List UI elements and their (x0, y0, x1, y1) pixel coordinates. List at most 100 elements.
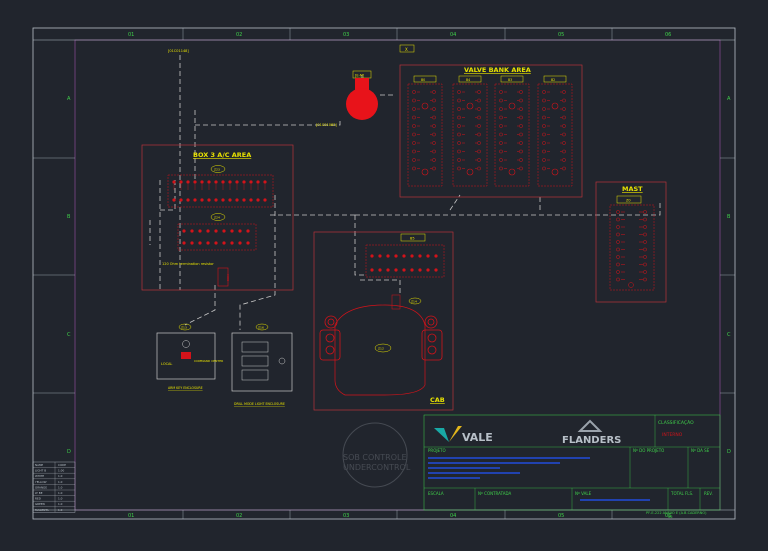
pin (386, 268, 390, 272)
mast-title: MAST (622, 185, 643, 193)
col-label: 06 (665, 513, 671, 519)
legend-cell: 1.0 (58, 491, 63, 495)
box3-title: BOX 3 A/C AREA (193, 151, 251, 159)
pin (410, 254, 414, 258)
pin (179, 180, 183, 184)
pin (519, 90, 523, 94)
pin (200, 198, 204, 202)
pin (457, 98, 461, 103)
pin (643, 262, 647, 267)
legend-cell: 1.0 (58, 480, 63, 484)
col-label: 04 (450, 32, 456, 38)
vb-module-tag: B3 (508, 78, 512, 82)
pin (410, 268, 414, 272)
pin (432, 132, 436, 137)
x-tag: X (405, 47, 408, 52)
cab-tag: B5 (410, 237, 415, 241)
pin (412, 90, 416, 94)
pin (230, 229, 234, 233)
pin (386, 254, 390, 258)
vb-module-tag: B4 (466, 78, 470, 82)
pin (499, 149, 503, 154)
svg-text:SOB CONTROLE: SOB CONTROLE (343, 453, 407, 462)
legend-cell: YELLOW (35, 480, 47, 484)
outer-frame (32, 27, 736, 520)
title-block: VALE FLANDERS CLASSIFICAÇÃO INTERNO PROJ… (423, 414, 721, 519)
pin (394, 268, 398, 272)
pin (562, 141, 566, 145)
pin (186, 198, 190, 202)
beacon-tag: [E-M] (355, 74, 365, 78)
pin (242, 180, 246, 184)
pin (542, 124, 546, 128)
grid-rows: A B C D A B C D (67, 96, 731, 455)
pin (221, 198, 225, 202)
company1-name: VALE (462, 431, 493, 444)
pin (214, 241, 218, 245)
pin (402, 268, 406, 272)
pin (477, 149, 481, 154)
n-vale-label: Nº VALE (575, 491, 592, 496)
pin (616, 247, 620, 252)
pin (370, 268, 374, 272)
ref-mid-label: [01C01083] (316, 123, 337, 127)
cab-tag2: Z12 (378, 347, 384, 351)
pin (499, 132, 503, 137)
red-beacon-component[interactable]: [E-M] (346, 70, 378, 120)
box3-area: BOX 3 A/C AREA Z23 Z24 120 Ohm terminati… (141, 144, 294, 291)
pin (643, 247, 647, 252)
pin (402, 254, 406, 258)
pin (172, 180, 176, 184)
legend-cell: MAGENTA (35, 508, 49, 512)
harness-lines (149, 55, 661, 330)
vb-module-tag: B2 (551, 78, 555, 82)
pin (249, 180, 253, 184)
pin (432, 158, 436, 162)
pin (477, 132, 481, 137)
pin (562, 149, 566, 154)
pin (499, 124, 503, 128)
pin (206, 229, 210, 233)
pin (457, 107, 461, 111)
pin (246, 229, 250, 233)
legend-cell: 1.0 (58, 508, 63, 512)
n-do-projeto-label: Nº DO PROJETO (633, 448, 664, 453)
inner-frame (74, 39, 721, 511)
legend-cell: CODE (58, 463, 66, 467)
pin (412, 158, 416, 162)
grid-columns-bottom: 01 02 03 04 05 06 (128, 513, 671, 519)
pin (256, 180, 260, 184)
pin (182, 241, 186, 245)
pin (432, 98, 436, 103)
pin (562, 158, 566, 162)
col-label: 02 (236, 32, 242, 38)
col-label: 04 (450, 513, 456, 519)
pin (499, 90, 503, 94)
pin (214, 229, 218, 233)
pin (193, 198, 197, 202)
pin (230, 241, 234, 245)
pin (186, 180, 190, 184)
pin (412, 149, 416, 154)
box3-tag1: Z23 (214, 168, 220, 172)
pin (182, 229, 186, 233)
pin (519, 166, 523, 171)
pin (426, 254, 430, 258)
vb-module-tag: B0 (421, 78, 425, 82)
pin (616, 270, 620, 274)
col-label: 05 (558, 32, 564, 38)
pin (542, 166, 546, 171)
box3-tag2: Z24 (214, 216, 220, 220)
pin (457, 90, 461, 94)
pin (643, 255, 647, 259)
pin (228, 198, 232, 202)
pin (562, 90, 566, 94)
pin (643, 217, 647, 222)
pin (457, 132, 461, 137)
pin (562, 98, 566, 103)
legend-cell: 1.0 (58, 485, 63, 489)
pin (378, 268, 382, 272)
pin (542, 90, 546, 94)
x-tag-box (399, 44, 415, 53)
cab-tag3: Z14 (411, 300, 417, 304)
